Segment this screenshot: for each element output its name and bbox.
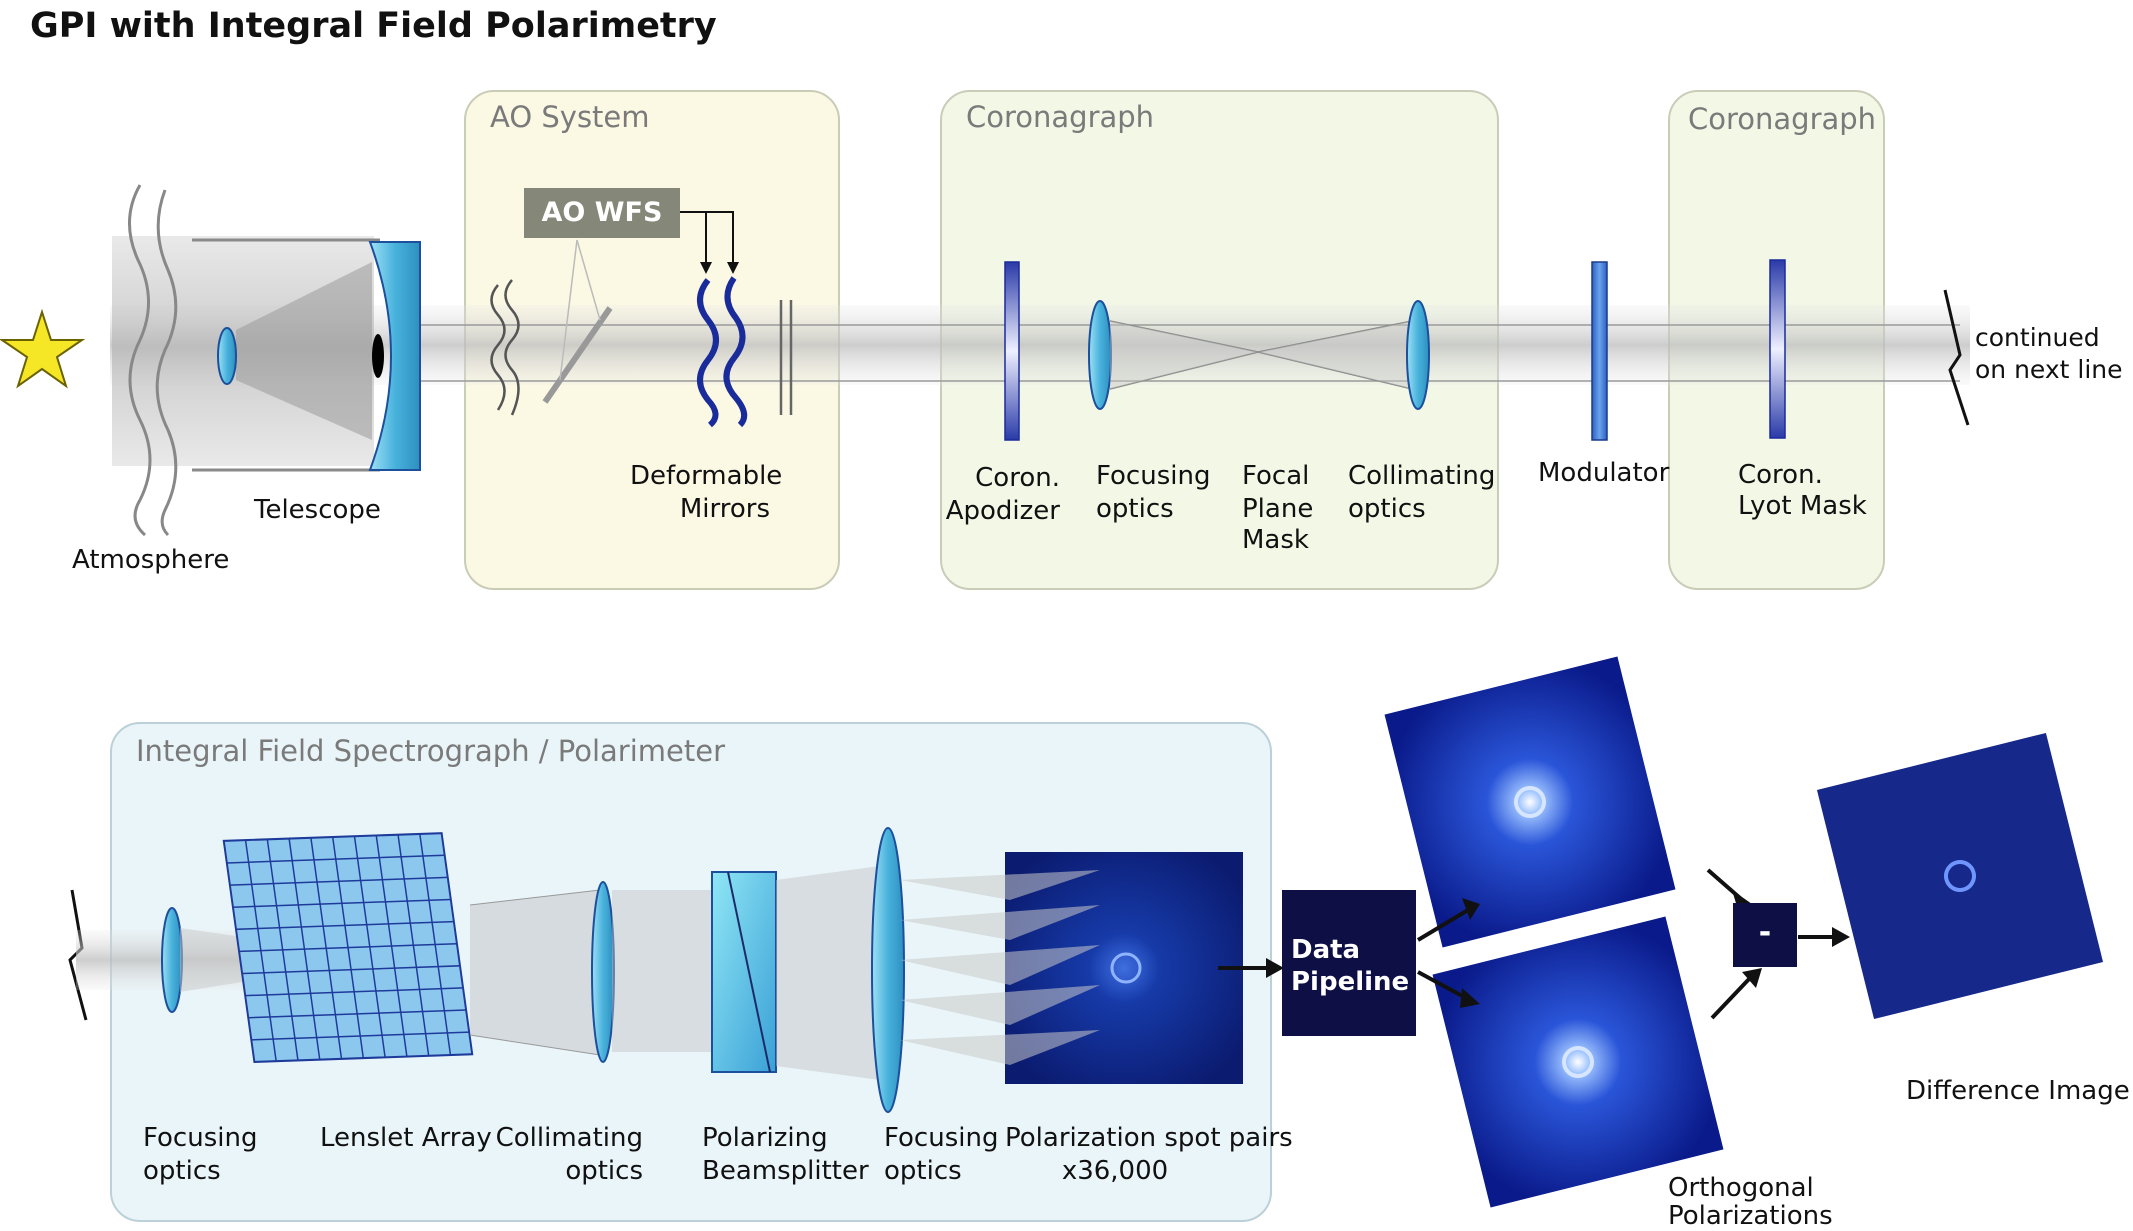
spot-pairs-label-1: Polarization spot pairs: [1005, 1123, 1293, 1153]
focal-ray-bottom: [1109, 351, 1413, 390]
wavefront-2: [504, 279, 520, 416]
page-title: GPI with Integral Field Polarimetry: [30, 6, 717, 46]
fpm-label-2: Plane: [1242, 494, 1314, 524]
pipeline-label-1: Data: [1291, 935, 1361, 965]
continuation-bracket-top: [1943, 289, 1970, 426]
atmosphere-wave-1: [128, 184, 152, 537]
deformable-mirror-2: [723, 276, 748, 428]
coronagraph-title-2: Coronagraph: [1688, 102, 1877, 136]
ifs-focusing2-label-1: Focusing: [884, 1123, 999, 1153]
modulator-plate: [1591, 261, 1608, 441]
arrow-pipeline-to-image-1: [1416, 908, 1470, 942]
wfs-feed-line: [680, 211, 734, 266]
fpm-label-1: Focal: [1242, 461, 1310, 491]
lenslet-ray-bundle: [470, 890, 600, 1055]
ifs-focusing2-label-2: optics: [884, 1156, 962, 1186]
lenslet-ray-edge-2: [469, 1034, 601, 1056]
collimated-beam: [612, 890, 712, 1052]
continued-label-1: continued: [1975, 323, 2100, 352]
modulator-label: Modulator: [1538, 458, 1670, 488]
difference-image: [1816, 732, 2104, 1020]
ao-beamsplitter: [542, 306, 613, 404]
deformable-label-1: Deformable: [630, 461, 783, 491]
primary-mirror-hole: [372, 334, 384, 378]
arrow-head-image-2: [1460, 988, 1480, 1008]
wavefront-1: [490, 284, 506, 411]
ao-system-title: AO System: [490, 100, 650, 134]
ifs-focusing-label-1: Focusing: [143, 1123, 258, 1153]
spot-pairs-core: [1110, 952, 1142, 984]
focal-cone-out: [1258, 321, 1412, 389]
spot-ray-3: [900, 945, 1100, 985]
spot-ray-4: [900, 985, 1100, 1025]
coron-focusing-lens: [1088, 300, 1112, 410]
telescope-light-cone: [236, 262, 372, 440]
spot-pairs-label-2: x36,000: [1061, 1156, 1169, 1186]
coronagraph-title-1: Coronagraph: [966, 100, 1155, 134]
arrow-image-2-to-minus: [1710, 976, 1752, 1020]
orthogonal-label-2: Polarizations: [1668, 1201, 1833, 1231]
ifs-collimating-label-2: optics: [565, 1156, 643, 1186]
beamsplitter-label-2: Beamsplitter: [702, 1156, 869, 1186]
apodizer-plate: [1004, 261, 1020, 441]
atmosphere-wave-2: [155, 189, 178, 537]
secondary-mirror: [217, 327, 237, 385]
spot-ray-2: [900, 905, 1100, 940]
arrow-head-pipeline: [1266, 958, 1284, 978]
ifs-collimating-label-1: Collimating: [495, 1123, 643, 1153]
lenslet-array: [222, 832, 474, 1064]
coron-collimating-label-1: Collimating: [1348, 461, 1496, 491]
ifs-collimating-lens: [591, 881, 615, 1063]
minus-box: -: [1733, 903, 1797, 967]
atmosphere-label: Atmosphere: [72, 545, 230, 575]
arrow-head-image-1: [1462, 898, 1480, 920]
primary-mirror: [368, 241, 421, 471]
continued-label-2: on next line: [1975, 355, 2123, 384]
spot-ray-5: [900, 1030, 1100, 1065]
arrow-head-dm1: [700, 262, 712, 274]
spot-ray-1: [900, 870, 1100, 900]
beamsplitter-interface: [727, 871, 771, 1073]
arrow-head-dm2: [727, 262, 739, 274]
ifs-focusing-label-2: optics: [143, 1156, 221, 1186]
lenslet-ray-edge-1: [469, 889, 601, 906]
ifs-focusing-lens: [161, 907, 183, 1013]
coron-collimating-lens: [1406, 300, 1430, 410]
apodizer-label-2: Apodizer: [945, 496, 1060, 526]
deformable-mirror-1: [697, 278, 719, 428]
apodizer-label-1: Coron.: [975, 463, 1060, 493]
star-icon: [0, 308, 86, 389]
arrow-head-difference: [1832, 927, 1850, 947]
polarization-image-1: [1384, 656, 1676, 948]
fpm-label-3: Mask: [1242, 525, 1309, 555]
wfs-ray-2: [576, 239, 601, 321]
difference-label: Difference Image: [1906, 1076, 2130, 1106]
coron-focusing-label-1: Focusing: [1096, 461, 1211, 491]
split-beam: [776, 866, 880, 1080]
ao-wfs-box: AO WFS: [524, 188, 680, 238]
coron-focusing-label-2: optics: [1096, 494, 1174, 524]
pipeline-label-2: Pipeline: [1291, 967, 1410, 997]
polarizing-beamsplitter: [711, 871, 777, 1073]
lenslet-label: Lenslet Array: [320, 1123, 492, 1153]
data-pipeline-box: Data Pipeline: [1282, 890, 1416, 1036]
lyot-label-1: Coron.: [1738, 460, 1823, 490]
coron-collimating-label-2: optics: [1348, 494, 1426, 524]
deformable-label-2: Mirrors: [679, 494, 770, 524]
arrow-head-minus-2: [1742, 968, 1762, 988]
lyot-mask-plate: [1769, 259, 1786, 439]
focal-cone-in: [1110, 321, 1258, 389]
ifs-focusing-lens-2: [871, 827, 905, 1113]
ifs-title: Integral Field Spectrograph / Polarimete…: [136, 734, 726, 768]
orthogonal-label-1: Orthogonal: [1668, 1173, 1814, 1203]
beamsplitter-label-1: Polarizing: [702, 1123, 828, 1153]
wfs-ray-1: [559, 239, 578, 381]
polarization-image-2: [1432, 916, 1724, 1208]
telescope-label: Telescope: [254, 495, 381, 525]
arrow-pipeline-to-image-2: [1417, 970, 1467, 1000]
lyot-label-2: Lyot Mask: [1738, 491, 1867, 521]
